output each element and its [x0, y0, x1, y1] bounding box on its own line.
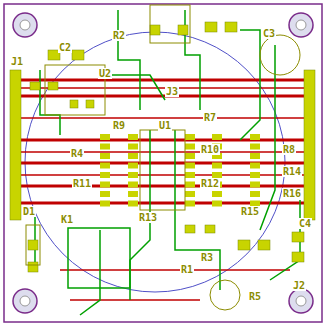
part-designator: R1 — [180, 264, 194, 275]
part-designator: R12 — [200, 178, 220, 189]
smd-pad — [128, 182, 138, 188]
part-designator: J1 — [10, 56, 24, 67]
smd-pad — [185, 172, 195, 178]
part-designator: U2 — [98, 68, 112, 79]
part-designator: R11 — [72, 178, 92, 189]
part-designator: R2 — [112, 30, 126, 41]
part-designator: J3 — [165, 86, 179, 97]
part-designator: C2 — [58, 42, 72, 53]
part-designator: R9 — [112, 120, 126, 131]
part-designator: R4 — [70, 148, 84, 159]
smd-pad — [128, 163, 138, 169]
smd-pad — [128, 201, 138, 207]
part-designator: R5 — [248, 291, 262, 302]
smd-pad — [250, 182, 260, 188]
smd-pad — [185, 153, 195, 159]
part-designator: C4 — [298, 218, 312, 229]
part-designator: R14 — [282, 166, 302, 177]
part-designator: R16 — [282, 188, 302, 199]
smd-pad — [100, 153, 110, 159]
part-designator: R10 — [200, 144, 220, 155]
smd-pad — [185, 191, 195, 197]
smd-pad — [250, 191, 260, 197]
smd-pad — [250, 153, 260, 159]
smd-pad — [185, 163, 195, 169]
smd-pad — [100, 201, 110, 207]
smd-pad — [100, 182, 110, 188]
smd-pad — [185, 144, 195, 150]
smd-pad — [100, 163, 110, 169]
part-designator: R15 — [240, 206, 260, 217]
smd-pad — [128, 153, 138, 159]
part-designator: R7 — [203, 112, 217, 123]
smd-pad — [128, 172, 138, 178]
smd-pad — [185, 182, 195, 188]
smd-pad — [185, 201, 195, 207]
smd-pad — [100, 134, 110, 140]
part-designator: D1 — [22, 206, 36, 217]
smd-pad — [185, 134, 195, 140]
smd-pad — [212, 163, 222, 169]
smd-pad — [250, 144, 260, 150]
smd-pad — [250, 172, 260, 178]
part-designator: J2 — [292, 280, 306, 291]
smd-pad — [100, 191, 110, 197]
smd-pad — [212, 201, 222, 207]
part-designator: R3 — [200, 252, 214, 263]
part-designator: U1 — [158, 120, 172, 131]
smd-pad — [212, 191, 222, 197]
smd-pad — [100, 144, 110, 150]
smd-pad — [250, 163, 260, 169]
smd-pad — [250, 134, 260, 140]
part-designator: R8 — [282, 144, 296, 155]
part-designator: K1 — [60, 214, 74, 225]
smd-pad — [212, 134, 222, 140]
smd-pad — [128, 144, 138, 150]
smd-pad — [100, 172, 110, 178]
smd-pad — [128, 134, 138, 140]
part-designator: R13 — [138, 212, 158, 223]
smd-pad — [128, 191, 138, 197]
part-designator: C3 — [262, 28, 276, 39]
